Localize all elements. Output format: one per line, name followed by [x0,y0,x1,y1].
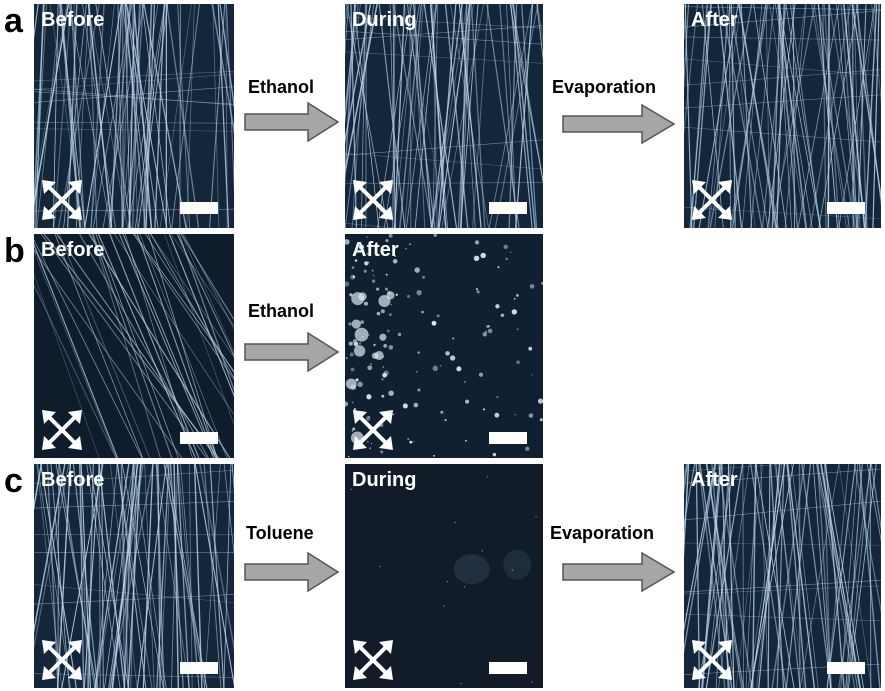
crossed-double-arrow-icon [692,180,732,220]
crossed-double-arrow-icon [353,180,393,220]
micrograph-image [350,476,537,685]
panel-label: After [691,469,738,491]
process-step-b1: Ethanol [240,298,340,378]
crossed-double-arrow-icon [692,640,732,680]
right-block-arrow-icon [562,552,676,592]
scale-bar [489,432,527,444]
process-step-label: Evaporation [552,77,657,97]
micrograph-b-after: After [345,234,543,458]
row-label-a: a [4,2,23,40]
panel-label: After [691,9,738,31]
process-step-label: Toluene [246,523,314,543]
panel-label: During [352,9,417,31]
panel-label: Before [41,239,105,261]
micrograph-a-during: During [345,4,543,228]
scale-bar [827,662,865,674]
right-block-arrow-icon [562,104,676,144]
panel-label: After [352,239,399,261]
micrograph-c-during: During [345,464,543,688]
micrograph-image [345,4,543,228]
micrograph-a-before: Before [34,4,234,228]
micrograph-c-after: After [684,464,881,688]
scale-bar [489,202,527,214]
process-step-label: Ethanol [248,301,314,321]
crossed-double-arrow-icon [353,410,393,450]
panel-label: Before [41,469,105,491]
process-step-label: Evaporation [550,523,655,543]
scale-bar [827,202,865,214]
right-block-arrow-icon [244,552,340,592]
panel-label: Before [41,9,105,31]
row-label-b: b [4,232,25,270]
process-step-a2: Evaporation [550,70,680,150]
micrograph-image [34,234,234,458]
micrograph-c-before: Before [34,464,234,688]
right-block-arrow-icon [244,332,340,372]
process-step-label: Ethanol [248,77,314,97]
micrograph-a-after: After [684,4,881,228]
scale-bar [180,202,218,214]
row-label-c: c [4,462,23,500]
scale-bar [180,662,218,674]
crossed-double-arrow-icon [42,640,82,680]
process-step-c1: Toluene [240,516,340,596]
crossed-double-arrow-icon [42,410,82,450]
process-step-a1: Ethanol [240,70,340,150]
micrograph-image [34,4,234,228]
crossed-double-arrow-icon [353,640,393,680]
right-block-arrow-icon [244,102,340,142]
panel-label: During [352,469,417,491]
scale-bar [489,662,527,674]
micrograph-image [684,4,881,228]
crossed-double-arrow-icon [42,180,82,220]
scale-bar [180,432,218,444]
micrograph-b-before: Before [34,234,234,458]
process-step-c2: Evaporation [550,516,680,596]
